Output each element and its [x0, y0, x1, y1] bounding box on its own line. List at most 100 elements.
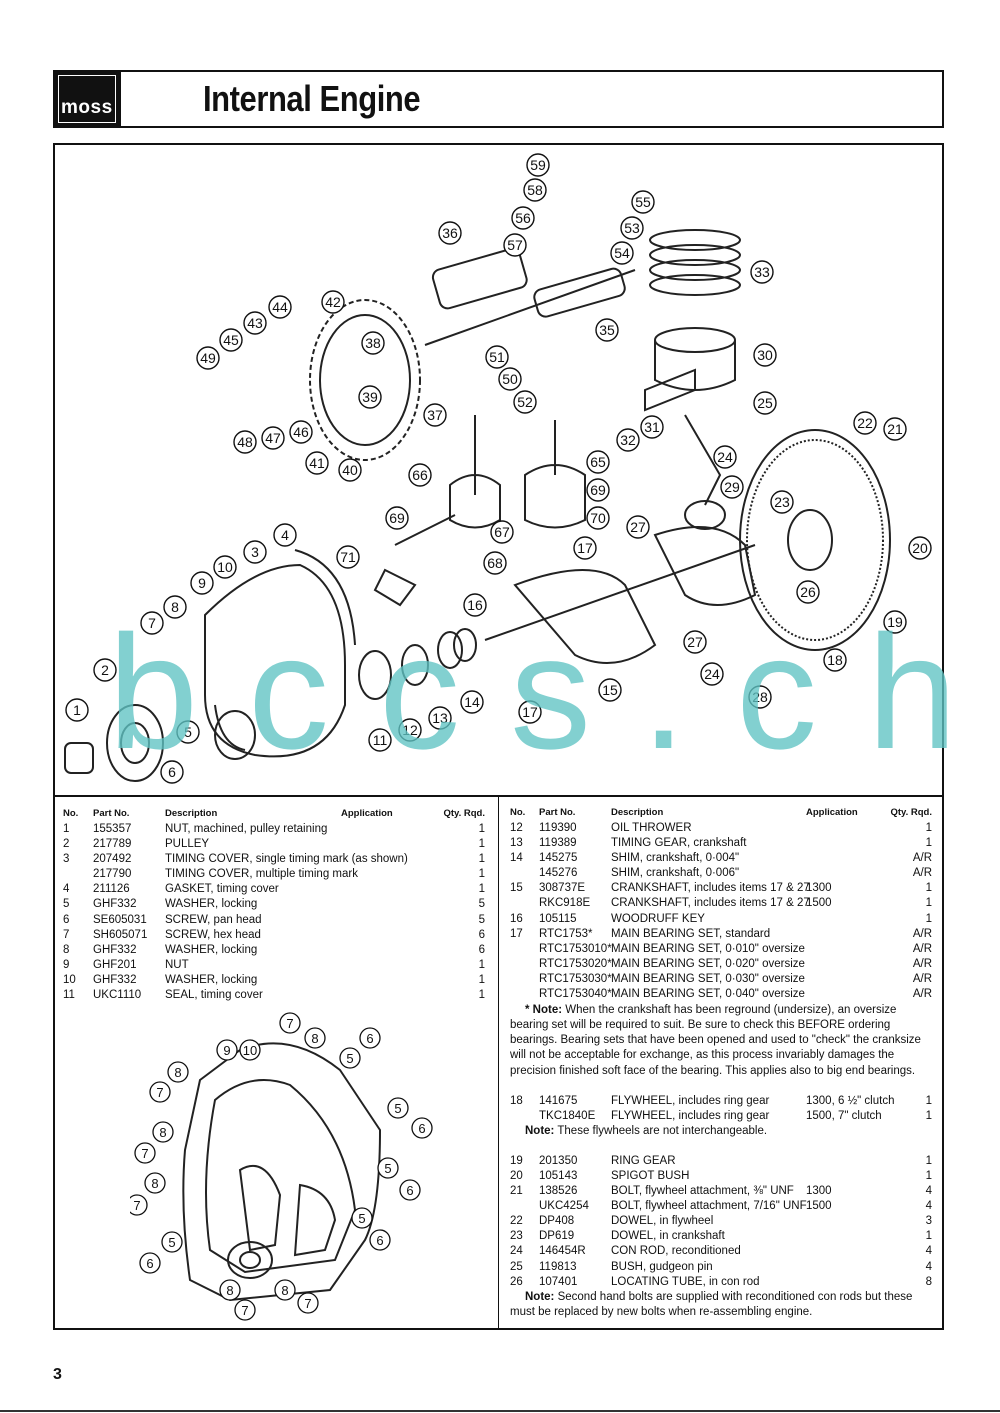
- cell-qty: 1: [925, 822, 932, 834]
- cell-no: 25: [510, 1260, 523, 1273]
- svg-text:5: 5: [358, 1211, 365, 1226]
- svg-text:5: 5: [184, 724, 192, 740]
- cell-part: 138526: [539, 1185, 578, 1198]
- column-divider: [498, 797, 499, 1328]
- svg-text:22: 22: [857, 415, 873, 431]
- svg-text:40: 40: [342, 462, 358, 478]
- cell-qty: 4: [925, 1200, 932, 1213]
- svg-text:5: 5: [394, 1101, 401, 1116]
- cell-desc: SPIGOT BUSH: [611, 1169, 690, 1182]
- cell-part: 217789: [93, 838, 132, 851]
- svg-text:58: 58: [527, 182, 543, 198]
- cell-desc: DOWEL, in flywheel: [611, 1215, 714, 1228]
- svg-text:10: 10: [217, 559, 233, 575]
- svg-text:8: 8: [174, 1065, 181, 1080]
- cell-no: 10: [63, 973, 76, 986]
- cell-desc: TIMING COVER, multiple timing mark: [165, 868, 358, 881]
- svg-text:27: 27: [687, 634, 703, 650]
- svg-text:59: 59: [530, 157, 546, 173]
- cell-part: 119389: [539, 837, 577, 850]
- cell-desc: RING GEAR: [611, 1154, 676, 1167]
- cell-part: 145276: [539, 867, 578, 880]
- footer-rule: [0, 1410, 1000, 1412]
- cell-part: UKC1110: [93, 989, 142, 1002]
- cell-desc: OIL THROWER: [611, 822, 692, 834]
- note-text: These flywheels are not interchangeable.: [557, 1124, 768, 1137]
- cell-part: 119813: [539, 1260, 577, 1273]
- table-row: 18 141675 FLYWHEEL, includes ring gear 1300…: [510, 1094, 932, 1109]
- cell-part: 211126: [93, 883, 130, 896]
- section-divider: [55, 795, 942, 797]
- cell-no: 23: [510, 1230, 523, 1243]
- table-row: RTC1753020*MAIN BEARING SET, 0·020" over…: [510, 957, 932, 972]
- cell-no: 11: [63, 989, 75, 1002]
- svg-text:38: 38: [365, 335, 381, 351]
- header-no: No.: [510, 807, 526, 818]
- cell-qty: 1: [478, 958, 485, 971]
- cell-qty: 3: [925, 1215, 932, 1228]
- cell-qty: 1: [925, 1230, 932, 1243]
- svg-text:56: 56: [515, 210, 531, 226]
- header-qty: Qty. Rqd.: [443, 808, 485, 819]
- cell-no: 5: [63, 898, 70, 911]
- table-header: No. Part No. Description Application Qty…: [510, 805, 932, 821]
- header-description: Description: [611, 807, 664, 818]
- svg-text:66: 66: [412, 467, 428, 483]
- svg-text:18: 18: [827, 652, 843, 668]
- svg-text:8: 8: [281, 1283, 288, 1298]
- cell-desc: LOCATING TUBE, in con rod: [611, 1275, 760, 1288]
- svg-text:28: 28: [752, 689, 768, 705]
- cell-desc: FLYWHEEL, includes ring gear: [611, 1094, 770, 1107]
- svg-text:8: 8: [171, 599, 179, 615]
- table-row: RTC1753030*MAIN BEARING SET, 0·030" over…: [510, 972, 932, 987]
- note-label: Note:: [525, 1124, 555, 1137]
- cell-desc: SEAL, timing cover: [165, 989, 263, 1002]
- cell-qty: 1: [925, 1154, 932, 1167]
- cell-qty: 5: [478, 898, 485, 911]
- cell-part: 207492: [93, 853, 132, 866]
- cell-desc: WASHER, locking: [165, 973, 258, 986]
- svg-text:6: 6: [418, 1121, 425, 1136]
- cell-no: 22: [510, 1215, 523, 1228]
- svg-text:27: 27: [630, 519, 646, 535]
- cell-part: UKC4254: [539, 1200, 589, 1213]
- cell-desc: CRANKSHAFT, includes items 17 & 27: [611, 897, 810, 910]
- svg-text:46: 46: [293, 424, 309, 440]
- cell-qty: 1: [925, 837, 932, 850]
- cell-part: GHF201: [93, 958, 137, 971]
- svg-text:5: 5: [384, 1161, 391, 1176]
- svg-text:65: 65: [590, 454, 606, 470]
- cell-qty: A/R: [912, 942, 932, 955]
- cell-part: RKC918E: [539, 897, 591, 910]
- svg-text:6: 6: [406, 1183, 413, 1198]
- svg-text:37: 37: [427, 407, 443, 423]
- svg-text:42: 42: [325, 294, 341, 310]
- svg-text:23: 23: [774, 494, 790, 510]
- svg-text:7: 7: [304, 1296, 311, 1311]
- cell-app: 1300, 6 ½" clutch: [806, 1094, 895, 1107]
- cell-no: 18: [510, 1094, 523, 1107]
- cell-qty: 4: [925, 1245, 932, 1258]
- cell-desc: SCREW, hex head: [165, 928, 261, 941]
- svg-text:44: 44: [272, 299, 288, 315]
- content-frame: [53, 143, 944, 1330]
- svg-text:50: 50: [502, 371, 518, 387]
- header-application: Application: [341, 808, 393, 819]
- cell-part: 141675: [539, 1094, 578, 1107]
- svg-text:71: 71: [340, 549, 356, 565]
- svg-text:43: 43: [247, 315, 263, 331]
- cell-no: 20: [510, 1169, 523, 1182]
- cell-part: RTC1753*: [539, 927, 593, 940]
- cell-desc: BUSH, gudgeon pin: [611, 1260, 713, 1273]
- page-number: 3: [53, 1366, 62, 1383]
- svg-text:31: 31: [644, 419, 660, 435]
- svg-text:35: 35: [599, 322, 615, 338]
